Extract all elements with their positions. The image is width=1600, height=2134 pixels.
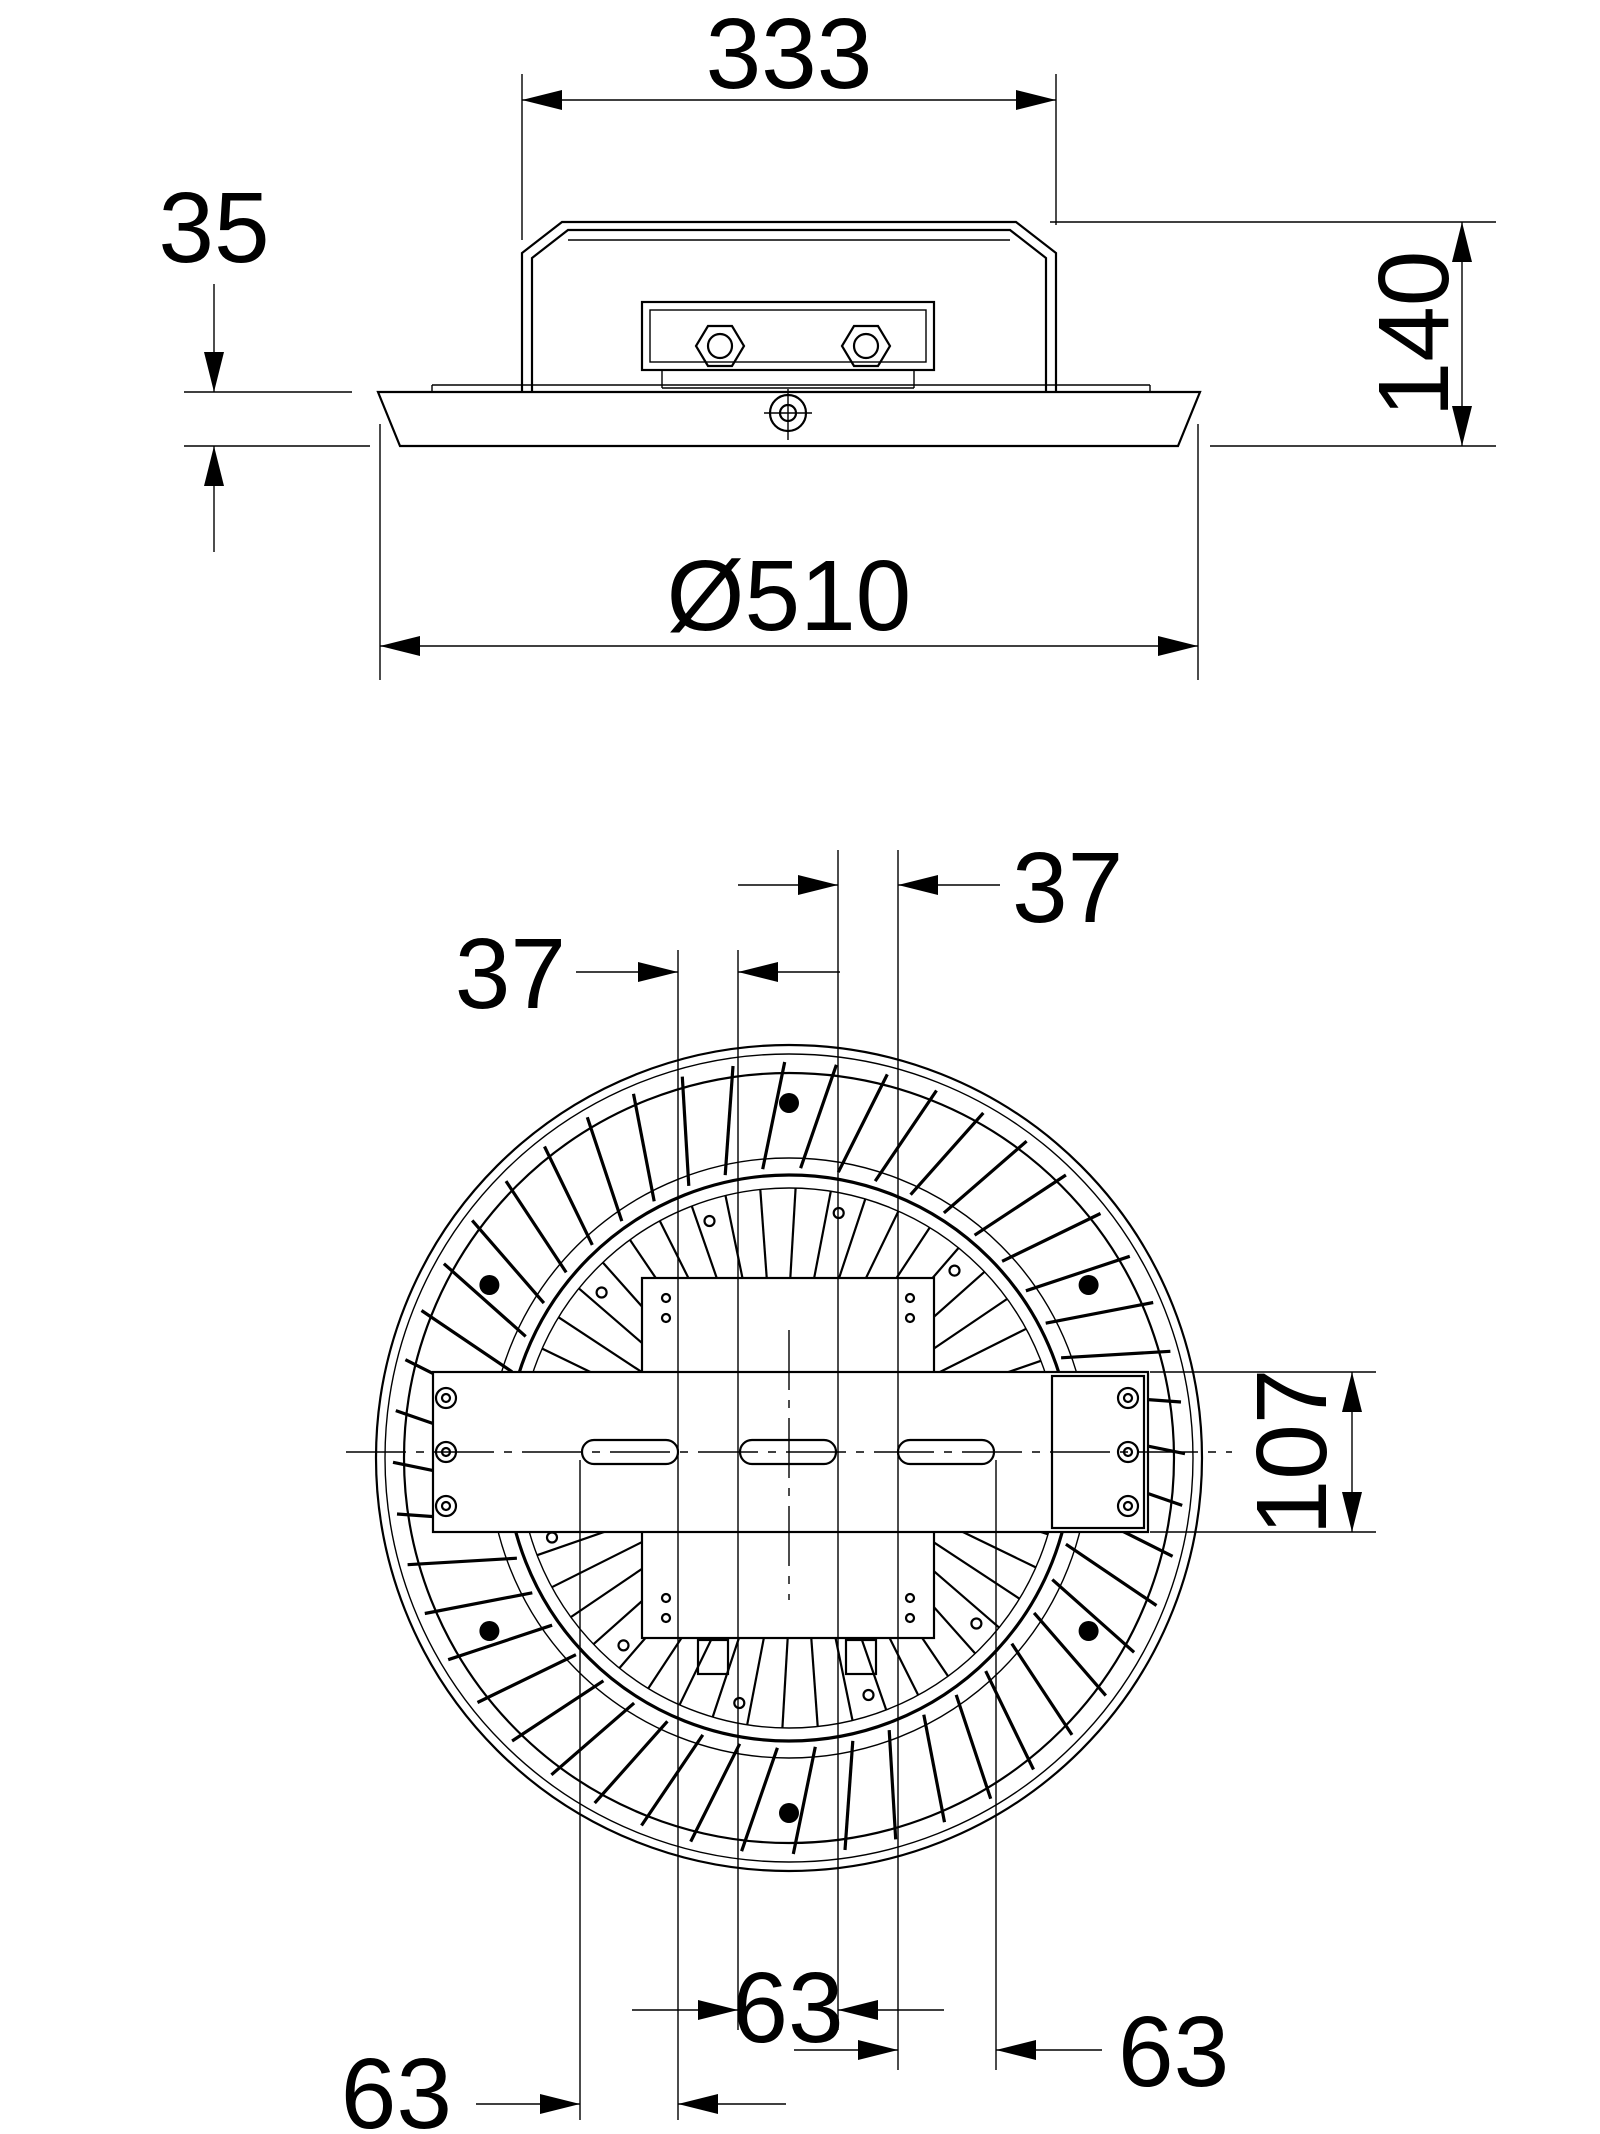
ring-hole	[1078, 1275, 1099, 1295]
heatsink-fin	[1001, 1212, 1102, 1263]
inner-hole	[970, 1617, 983, 1630]
inner-hole	[617, 1639, 630, 1652]
dim-37-left: 37	[455, 918, 566, 1030]
heatsink-fin	[922, 1714, 947, 1823]
heatsink-fin	[447, 1623, 553, 1662]
side-nut-left	[694, 324, 746, 368]
heatsink-fin	[1061, 1349, 1171, 1360]
inner-hole	[948, 1264, 961, 1277]
heatsink-fin	[407, 1556, 517, 1567]
dim-333: 333	[706, 0, 873, 110]
heatsink-fin	[1010, 1642, 1074, 1736]
heatsink-fin	[470, 1219, 546, 1305]
bracket-screws	[434, 1386, 1140, 1518]
side-driver-box	[640, 300, 936, 372]
heatsink-fin	[442, 1262, 527, 1338]
heatsink-fin	[420, 1309, 513, 1374]
side-center-screw	[764, 389, 812, 440]
inner-hole	[703, 1214, 716, 1228]
heatsink-fin	[909, 1111, 985, 1196]
inner-hole	[862, 1688, 875, 1702]
ring-hole	[779, 1093, 799, 1113]
heatsink-fin	[954, 1694, 993, 1800]
heatsink-fin	[631, 1093, 656, 1202]
heatsink-fin	[511, 1679, 605, 1743]
inner-hole	[733, 1696, 746, 1710]
heatsink-fin	[799, 1064, 838, 1169]
heatsink-fin	[689, 1743, 742, 1843]
heatsink-fin	[887, 1730, 898, 1840]
dim-63-center: 63	[732, 1952, 843, 2064]
heatsink-fin	[723, 1065, 735, 1176]
heatsink-fin	[1045, 1300, 1154, 1325]
heatsink-fin	[1025, 1254, 1131, 1293]
dim-37-right: 37	[1012, 832, 1123, 944]
heatsink-fin	[1051, 1578, 1136, 1654]
heatsink-fin	[1065, 1542, 1158, 1607]
heatsink-fin	[640, 1734, 705, 1827]
heatsink-fin	[984, 1670, 1035, 1771]
heatsink-fin	[543, 1145, 594, 1246]
side-view: 333 140 35 Ø510	[158, 0, 1496, 680]
heatsink-fin	[476, 1653, 577, 1704]
dim-63-right: 63	[1118, 1996, 1229, 2108]
ring-hole	[479, 1621, 500, 1641]
heatsink-fin	[504, 1180, 568, 1274]
ring-hole	[779, 1803, 799, 1823]
dim-63-left: 63	[341, 2038, 452, 2134]
heatsink-fin	[550, 1701, 636, 1777]
dim-diameter: Ø510	[667, 540, 912, 652]
heatsink-fin	[973, 1173, 1067, 1237]
heatsink-fin	[836, 1073, 889, 1173]
inner-hole	[545, 1531, 559, 1544]
heatsink-fin	[791, 1746, 817, 1855]
outer-ring	[374, 1043, 1204, 1873]
side-base-plate	[376, 390, 1202, 448]
heatsink-fin	[761, 1061, 787, 1170]
heatsink-fin	[585, 1116, 624, 1222]
heatsink-fin	[942, 1139, 1028, 1215]
ring-hole	[479, 1275, 500, 1295]
side-mounting-bracket	[520, 220, 1058, 392]
heatsink-fin	[680, 1076, 691, 1186]
dim-107: 107	[1236, 1369, 1348, 1536]
heatsink-fin	[1032, 1611, 1108, 1697]
heatsink-fin	[424, 1591, 533, 1616]
dim-35: 35	[158, 172, 269, 284]
inner-hole	[595, 1286, 608, 1299]
heatsink-fin	[843, 1740, 855, 1851]
side-nut-right	[840, 324, 892, 368]
heatsink-fin	[740, 1747, 779, 1852]
heatsink-fin	[873, 1089, 938, 1182]
dim-140: 140	[1358, 251, 1470, 418]
top-view: 37 37 107 63 63 63	[341, 832, 1376, 2134]
heatsink-fin	[593, 1720, 669, 1805]
ring-hole	[1078, 1621, 1099, 1641]
